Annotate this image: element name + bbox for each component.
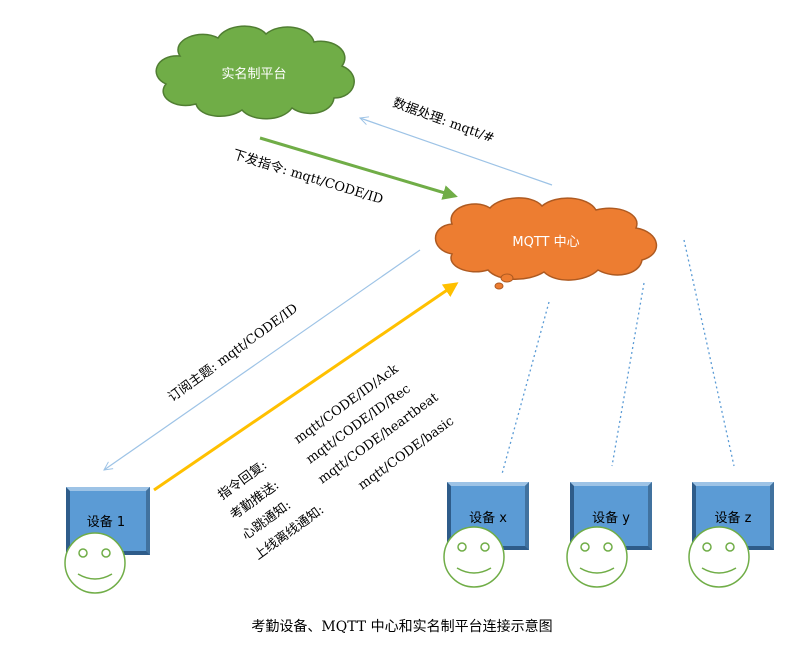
device-y-label: 设备 y (592, 510, 630, 526)
smiley-face-icon (64, 532, 126, 594)
device-z-label: 设备 z (715, 510, 752, 526)
smiley-face-icon (688, 526, 750, 588)
smiley-face-icon (443, 526, 505, 588)
mqtt-cloud-icon: MQTT 中心 (434, 197, 658, 290)
data-process-arrow (360, 118, 553, 186)
platform-label: 实名制平台 (221, 66, 286, 82)
subscribe-topic-arrow (104, 249, 421, 470)
mqtt-label: MQTT 中心 (512, 235, 579, 250)
link-device-y (611, 282, 645, 467)
figure-caption: 考勤设备、MQTT 中心和实名制平台连接示意图 (251, 619, 553, 635)
link-device-x (501, 301, 550, 475)
device-x-label: 设备 x (469, 510, 507, 526)
data-process-label: 数据处理: mqtt/# (391, 96, 497, 147)
uplink-messages: 指令回复: mqtt/CODE/ID/Ack 考勤推送: mqtt/CODE/I… (216, 362, 457, 564)
smiley-face-icon (566, 526, 628, 588)
device-uplink-arrow (153, 282, 459, 492)
device-1-label: 设备 1 (87, 514, 125, 530)
link-device-z (683, 239, 735, 467)
issue-command-label: 下发指令: mqtt/CODE/ID (231, 147, 385, 208)
platform-cloud-icon: 实名制平台 (155, 25, 355, 120)
subscribe-topic-label: 订阅主题: mqtt/CODE/ID (166, 301, 301, 405)
issue-command-arrow (259, 136, 458, 200)
